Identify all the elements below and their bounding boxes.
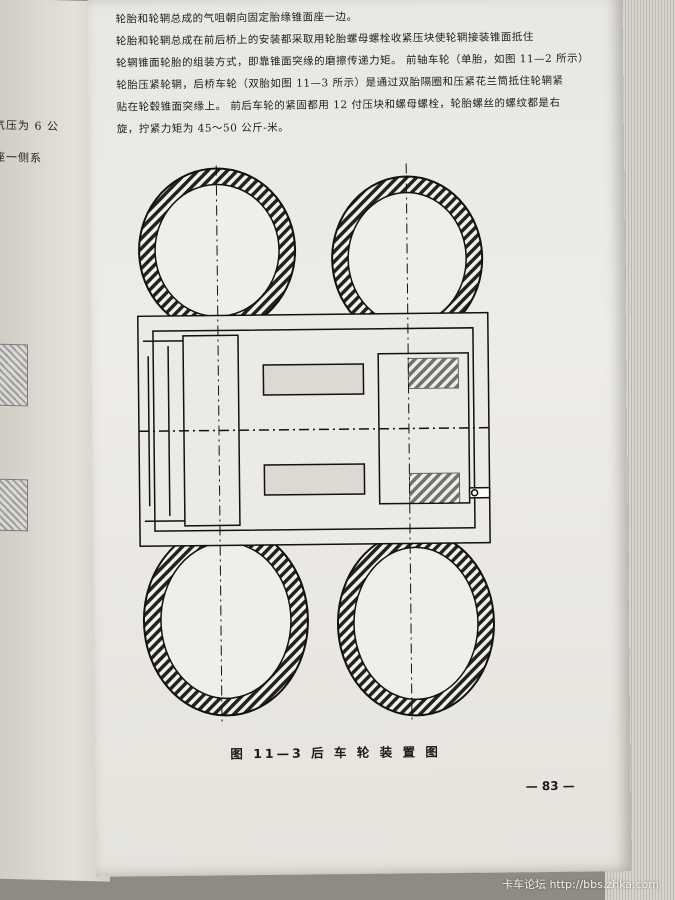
brake-drum-right [407,357,461,504]
body-text: 轮胎和轮辋总成的气咀朝向固定胎缘锥面座一边。 轮胎和轮辋总成在前后桥上的安装都采… [116,4,590,141]
figure-caption: 图 11—3 后 车 轮 装 置 图 [230,744,441,762]
tire-bottom-right [336,530,495,717]
forum-watermark: 卡车论坛 http://bbs.zhka.com [501,878,659,891]
lug-bolt-right [468,486,491,499]
book-page: 轮胎和轮辋总成的气咀朝向固定胎缘锥面座一边。 轮胎和轮辋总成在前后桥上的安装都采… [87,0,632,877]
left-page-figure-fragment [0,343,28,407]
left-page-figure-fragment-2 [0,478,28,532]
tire-bottom-left [142,524,309,717]
rear-wheel-assembly-diagram [136,163,495,726]
page-number: — 83 — [525,778,575,794]
left-page-text-1: 气压为 6 公 [0,118,59,134]
hub-assembly [136,163,491,726]
text-line-6: 旋，拧紧力矩为 45～50 公斤-米。 [116,121,290,136]
left-page-text-2: 座一侧系 [0,150,42,165]
